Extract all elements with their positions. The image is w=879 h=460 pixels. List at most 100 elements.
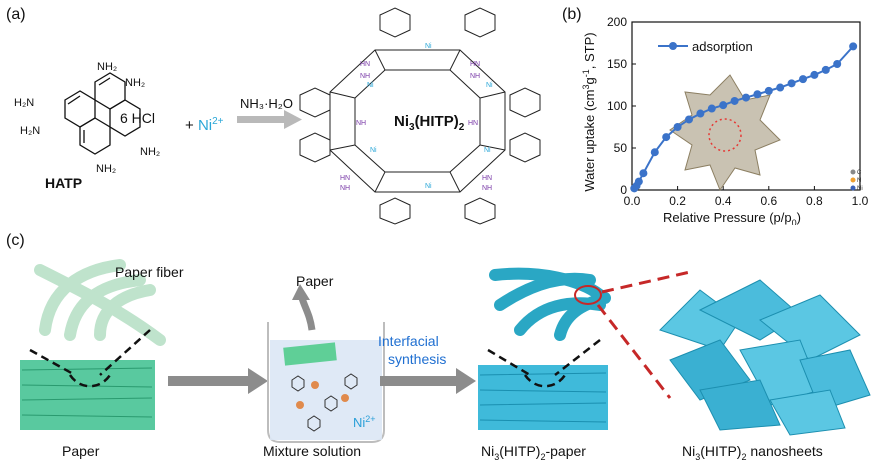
series-line-adsorption (633, 45, 854, 189)
x-tick-label: 0.2 (669, 194, 686, 208)
mixture-label: Mixture solution (263, 443, 361, 459)
data-point (764, 86, 773, 95)
svg-text:HN: HN (340, 175, 350, 182)
y-axis-label: Water uptake (cm3g-1, STP) (581, 32, 597, 191)
interfacial-label-2: synthesis (388, 351, 446, 367)
data-point (799, 75, 807, 84)
svg-text:NH: NH (360, 73, 370, 80)
h2n-label-1: H₂N (14, 97, 34, 109)
svg-text:NH: NH (340, 185, 350, 192)
mof-paper-label: Ni3(HITP)2-paper (481, 443, 586, 460)
data-point (719, 101, 728, 110)
svg-text:NH: NH (482, 185, 492, 192)
paper-fiber-label: Paper fiber (115, 264, 184, 280)
nh2-label-2: NH₂ (125, 77, 145, 89)
nanosheet-zoom-lines (596, 270, 691, 399)
svg-text:Ni: Ni (425, 43, 432, 50)
data-point (662, 133, 671, 142)
nh2-label-3: NH₂ (140, 146, 160, 158)
paper-block (20, 360, 155, 430)
reaction-arrow (237, 110, 302, 129)
nanosheets-illustration (659, 279, 871, 436)
svg-text:Ni: Ni (425, 183, 432, 190)
svg-text:Ni: Ni (484, 147, 491, 154)
y-tick-label: 0 (620, 183, 627, 197)
data-point (810, 70, 819, 79)
x-tick-label: 0.4 (715, 194, 732, 208)
hatp-structure (64, 72, 141, 155)
data-point (742, 93, 750, 102)
hatp-name: HATP (45, 175, 82, 191)
inset-legend-n: N (857, 178, 861, 184)
svg-text:HN: HN (482, 175, 492, 182)
inset-legend-c: C (857, 170, 862, 176)
reagent-label: NH₃·H₂O (240, 96, 293, 111)
process-arrow-2 (380, 368, 476, 394)
hatp-labels: NH₂ NH₂ H₂N H₂N NH₂ NH₂ (14, 61, 160, 175)
panel-label-a: (a) (6, 6, 26, 23)
svg-text:Ni: Ni (367, 82, 374, 89)
data-point (821, 65, 830, 74)
reaction-scheme: NH₂ NH₂ H₂N H₂N NH₂ NH₂ HATP 6 HCl + Ni2… (14, 7, 541, 225)
beaker: Ni2+ (267, 322, 385, 443)
data-point (776, 83, 785, 92)
nh2-label-4: NH₂ (96, 163, 116, 175)
data-point (685, 115, 693, 124)
hitp-framework (299, 7, 541, 225)
svg-text:HN: HN (468, 120, 478, 127)
x-tick-label: 1.0 (852, 194, 869, 208)
chart-ticks: 0.0 0.2 0.4 0.6 0.8 1.0 0 50 100 150 200 (607, 15, 869, 208)
panel-label-b: (b) (562, 6, 582, 23)
nanosheets-label: Ni3(HITP)2 nanosheets (682, 443, 823, 460)
hcl-label: 6 HCl (120, 110, 155, 126)
x-tick-label: 0.0 (624, 194, 641, 208)
data-point (753, 90, 762, 99)
data-point (787, 79, 796, 88)
y-tick-label: 200 (607, 15, 627, 29)
data-point (639, 169, 648, 178)
chart-series (630, 42, 858, 193)
data-point (650, 148, 659, 157)
inset-legend: C N Ni (850, 169, 863, 192)
svg-text:HN: HN (360, 61, 370, 68)
x-tick-label: 0.8 (806, 194, 823, 208)
data-point (730, 96, 739, 105)
y-tick-label: 100 (607, 99, 627, 113)
zoom-lines-paper (29, 329, 151, 388)
x-tick-label: 0.6 (760, 194, 777, 208)
paper-label: Paper (62, 443, 100, 459)
water-uptake-chart: 0.0 0.2 0.4 0.6 0.8 1.0 0 50 100 150 200 C N Ni ad… (581, 15, 869, 225)
process-illustration: Paper fiber Paper Ni2+ Paper Mixture so (20, 259, 871, 460)
paper-top-label: Paper (296, 273, 334, 289)
chart-legend: adsorption (658, 39, 753, 54)
inset-legend-ni: Ni (857, 186, 863, 192)
hitp-nh-labels: HN NH HN NH HN NH HN NH NH HN (340, 61, 492, 192)
product-name: Ni3(HITP)2 (394, 113, 465, 133)
legend-adsorption: adsorption (692, 39, 753, 54)
data-point (634, 177, 643, 186)
data-point (707, 104, 716, 113)
svg-text:Ni: Ni (370, 147, 377, 154)
data-point (673, 123, 682, 131)
h2n-label-2: H₂N (20, 125, 40, 137)
y-tick-label: 150 (607, 57, 627, 71)
hitp-ni-atoms: Ni Ni Ni Ni Ni Ni (367, 43, 493, 190)
data-point (833, 60, 842, 68)
zoom-lines-mof (487, 339, 601, 388)
svg-text:NH: NH (470, 73, 480, 80)
plus-ni-label: + Ni2+ (185, 116, 224, 134)
svg-text:Ni: Ni (486, 82, 493, 89)
paper-fiber-illustration (34, 259, 166, 346)
svg-text:NH: NH (356, 120, 366, 127)
y-tick-label: 50 (614, 141, 628, 155)
panel-label-c: (c) (6, 232, 25, 249)
data-point (696, 109, 705, 118)
mof-paper-block (478, 365, 608, 430)
x-axis-label: Relative Pressure (p/p0) (663, 210, 801, 225)
nh2-label-1: NH₂ (97, 61, 117, 73)
interfacial-label-1: Interfacial (378, 333, 439, 349)
paper-removal-arrow (292, 284, 316, 331)
data-point (849, 42, 858, 51)
process-arrow-1 (168, 368, 268, 394)
svg-text:HN: HN (470, 61, 480, 68)
